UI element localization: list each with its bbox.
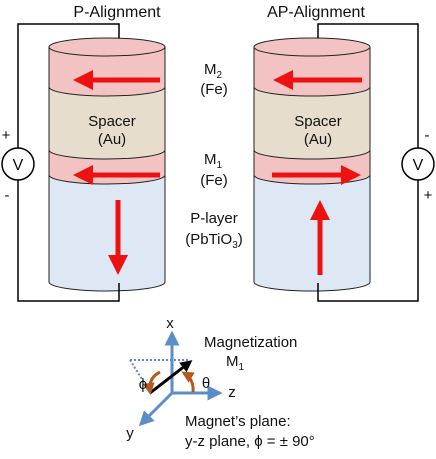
theta-arc [181, 371, 195, 393]
left-spacer-label: Spacer [88, 113, 136, 130]
right-top-cap [253, 37, 371, 57]
left-voltmeter-symbol: V [13, 157, 24, 174]
label-m1-material: (Fe) [200, 172, 228, 189]
theta-label: θ [202, 375, 210, 392]
right-plus-sign: + [424, 187, 433, 204]
left-wire-bottom [17, 180, 120, 302]
right-spacer-layer [253, 86, 371, 160]
right-p-layer [253, 174, 371, 292]
m1-label: M1 [226, 353, 245, 373]
right-circuit: V - + [317, 23, 435, 302]
left-p-layer [48, 174, 166, 292]
right-wire-bottom [317, 180, 419, 302]
right-minus-sign: - [425, 127, 430, 144]
left-plus-sign: + [2, 127, 11, 144]
right-spacer-material: (Au) [304, 131, 332, 148]
right-cylinder: Spacer (Au) [253, 37, 371, 292]
layer-labels: M2 (Fe) M1 (Fe) P-layer (PbTiO3) [185, 61, 243, 251]
phi-label: ϕ [139, 376, 147, 393]
label-m1: M1 [204, 151, 223, 171]
x-axis-label: x [166, 315, 174, 332]
left-wire [17, 23, 120, 148]
title-ap-alignment: AP-Alignment [267, 4, 365, 21]
plane-label-line1: Magnet’s plane: [185, 413, 291, 430]
label-p-layer-formula: (PbTiO3) [185, 231, 243, 251]
left-spacer-layer [48, 86, 166, 160]
y-axis [138, 391, 174, 427]
left-spacer-material: (Au) [98, 131, 126, 148]
left-minus-sign: - [5, 187, 10, 204]
z-axis-label: z [228, 384, 236, 401]
magnetization-vector [149, 360, 193, 395]
label-m2-material: (Fe) [200, 81, 228, 98]
title-p-alignment: P-Alignment [73, 4, 161, 21]
right-voltmeter [401, 147, 435, 181]
right-wire [317, 23, 419, 148]
plane-label-line2: y-z plane, ϕ = ± 90° [185, 433, 315, 450]
left-voltmeter [1, 147, 35, 181]
right-spacer-label: Spacer [294, 113, 342, 130]
y-axis-label: y [126, 425, 134, 442]
label-m2: M2 [204, 61, 223, 81]
left-top-cap [48, 37, 166, 57]
label-p-layer: P-layer [190, 210, 238, 227]
magnetization-label: Magnetization [204, 334, 297, 351]
coordinate-system: x z y ϕ θ Magnetization M1 Magnet’s plan… [126, 315, 315, 450]
right-voltmeter-symbol: V [413, 157, 424, 174]
phi-arc [142, 370, 161, 395]
left-cylinder: Spacer (Au) [48, 37, 166, 292]
left-circuit: V + - [1, 23, 120, 302]
